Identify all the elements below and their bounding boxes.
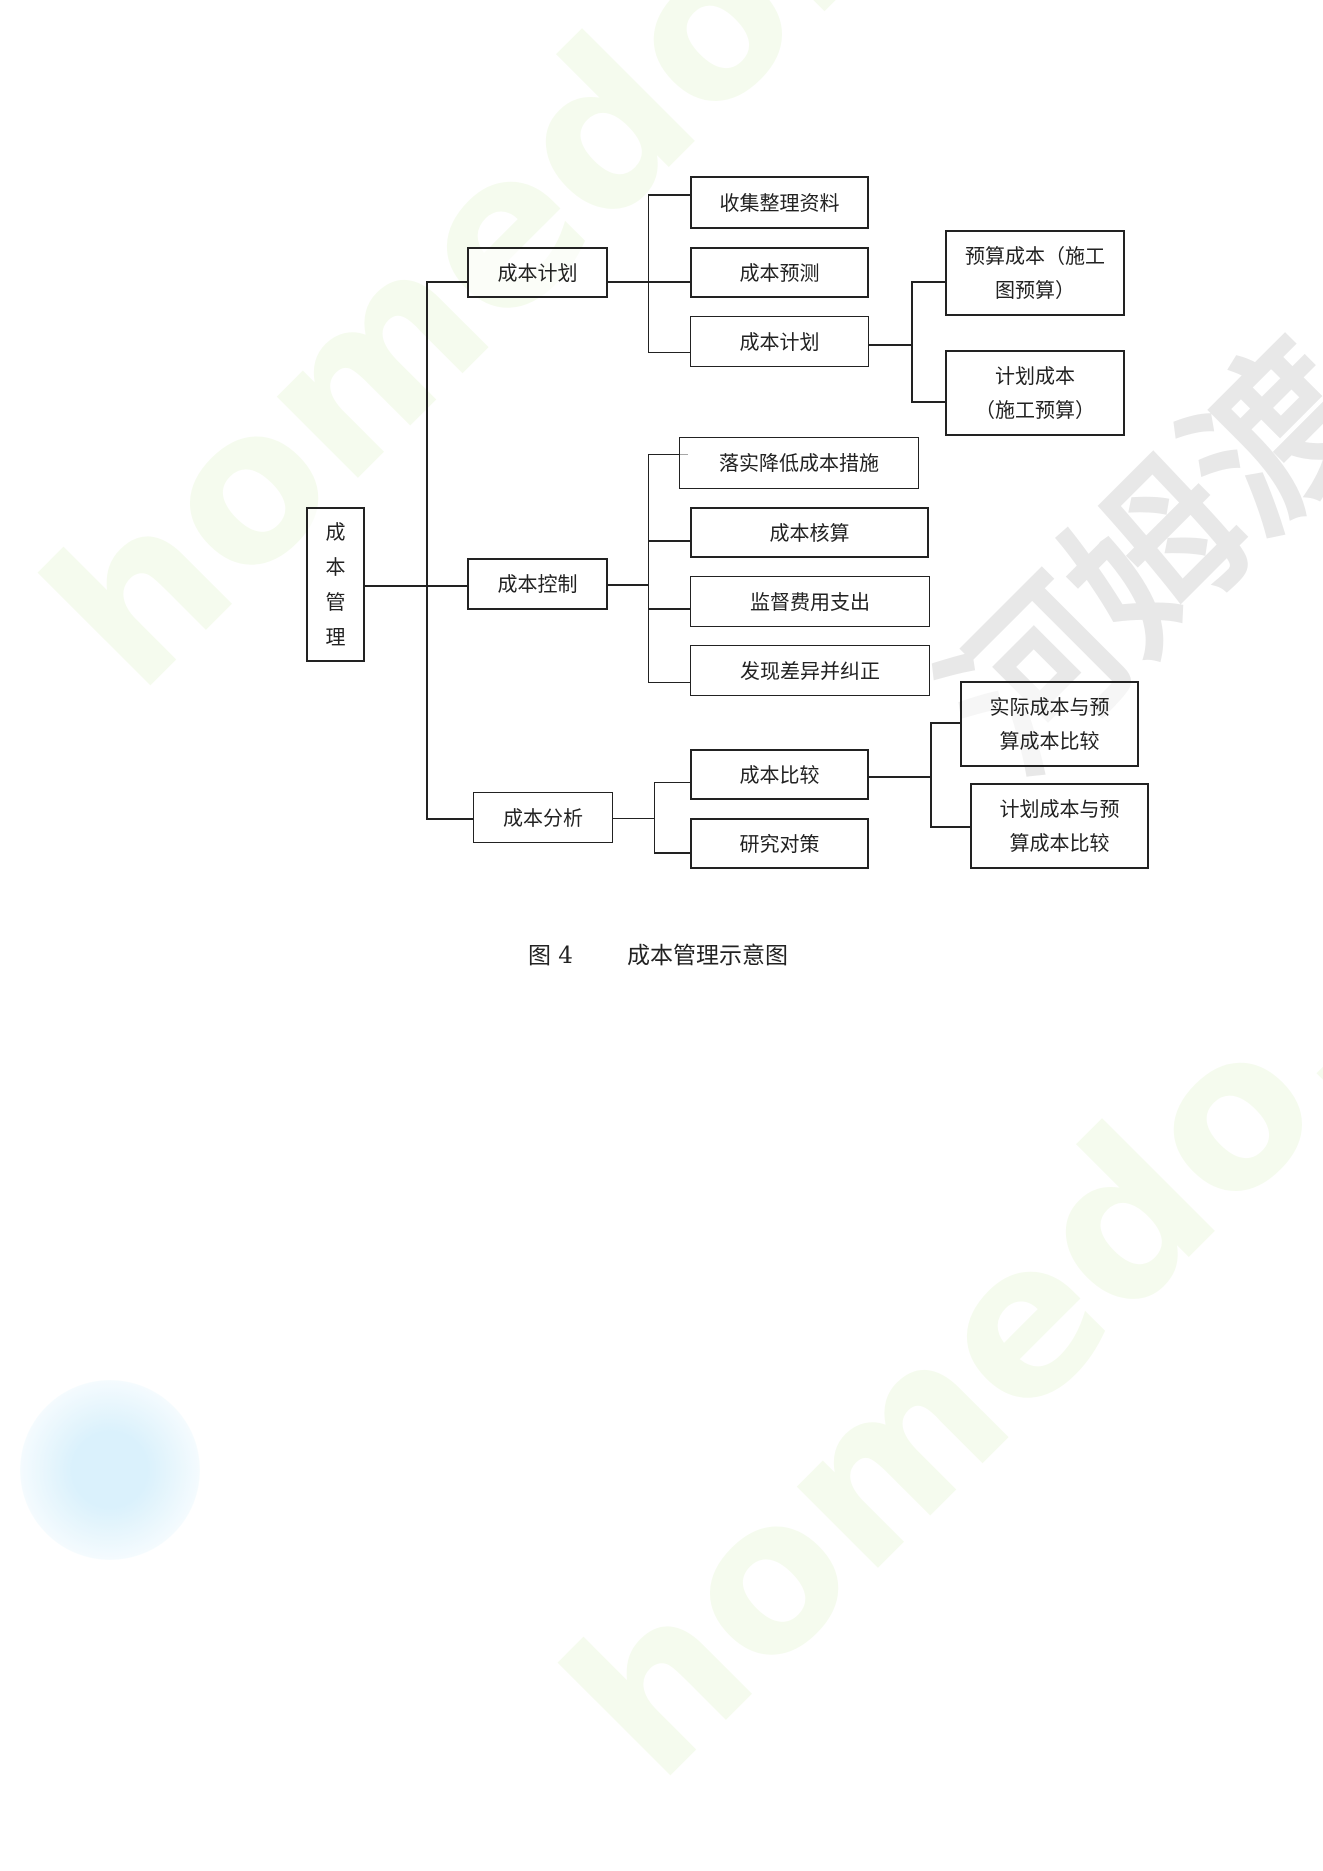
node-cost-plan-sub: 成本计划	[690, 316, 869, 367]
connector-line	[869, 776, 931, 778]
connector-line	[365, 585, 469, 587]
connector-line	[930, 722, 961, 724]
figure-number: 图 4	[528, 943, 573, 969]
connector-line	[608, 281, 690, 283]
bracket-line	[911, 281, 913, 403]
node-cost-forecast: 成本预测	[690, 247, 869, 298]
node-label: 落实降低成本措施	[719, 451, 879, 475]
node-cost-control: 成本控制	[467, 558, 608, 610]
node-label: 成本比较	[739, 762, 820, 787]
node-label: 研究对策	[739, 831, 820, 856]
node-cost-accounting: 成本核算	[690, 507, 929, 558]
connector-line	[608, 584, 648, 586]
node-collect-data: 收集整理资料	[690, 176, 869, 229]
connector-line	[648, 454, 688, 455]
node-label: 成本计划	[739, 329, 820, 354]
connector-line	[648, 194, 690, 196]
connector-line	[869, 344, 912, 346]
node-supervise-expenses: 监督费用支出	[690, 576, 930, 627]
bracket-line	[648, 454, 649, 683]
node-cost-analysis: 成本分析	[473, 792, 613, 843]
node-label-char: 成	[325, 519, 346, 544]
connector-line	[654, 852, 690, 854]
trunk-line	[426, 281, 428, 820]
bracket-line	[930, 722, 932, 828]
connector-line	[911, 281, 946, 283]
node-label-line: （施工预算）	[975, 398, 1095, 422]
connector-line	[426, 281, 468, 283]
connector-line	[613, 818, 654, 819]
connector-line	[930, 826, 971, 828]
node-label: 收集整理资料	[719, 190, 840, 215]
figure-caption: 成本管理示意图	[627, 943, 788, 969]
connector-line	[911, 401, 946, 403]
node-label: 发现差异并纠正	[740, 658, 880, 683]
node-label-line: 图预算）	[995, 278, 1075, 302]
node-planned-cost: 计划成本 （施工预算）	[945, 350, 1125, 436]
connector-line	[648, 682, 690, 683]
node-label-line: 计划成本	[995, 364, 1075, 388]
node-label-line: 计划成本与预	[999, 797, 1120, 821]
connector-line	[648, 540, 690, 542]
node-label-line: 预算成本（施工	[965, 244, 1105, 268]
watermark-text: homedo.com	[520, 577, 1323, 1824]
node-label: 成本控制	[497, 572, 578, 596]
node-actual-vs-budget: 实际成本与预 算成本比较	[960, 681, 1139, 767]
watermark-logo-icon	[20, 1380, 200, 1560]
connector-line	[654, 782, 690, 783]
node-plan-vs-budget: 计划成本与预 算成本比较	[970, 783, 1149, 869]
bracket-line	[648, 194, 649, 353]
node-label: 成本分析	[503, 805, 583, 830]
node-label-char: 本	[325, 554, 346, 579]
node-find-and-correct-variance: 发现差异并纠正	[690, 645, 930, 696]
node-label-char: 理	[325, 624, 346, 649]
node-label: 监督费用支出	[750, 589, 870, 614]
bracket-line	[654, 782, 655, 853]
connector-line	[648, 352, 690, 353]
node-label: 成本计划	[497, 260, 578, 285]
node-cost-planning: 成本计划	[467, 247, 608, 298]
node-label-line: 算成本比较	[999, 729, 1100, 753]
node-label-char: 管	[325, 589, 346, 614]
node-cost-comparison: 成本比较	[690, 749, 869, 800]
node-label-line: 实际成本与预	[989, 695, 1110, 719]
node-label: 成本预测	[739, 260, 820, 285]
connector-line	[426, 818, 474, 820]
node-root-cost-management: 成 本 管 理	[306, 507, 365, 662]
node-research-countermeasures: 研究对策	[690, 818, 869, 869]
node-cost-reduction-measures: 落实降低成本措施	[679, 437, 919, 489]
node-label-line: 算成本比较	[1009, 831, 1110, 855]
node-budget-cost: 预算成本（施工 图预算）	[945, 230, 1125, 316]
connector-line	[648, 608, 690, 610]
node-label: 成本核算	[769, 520, 850, 545]
